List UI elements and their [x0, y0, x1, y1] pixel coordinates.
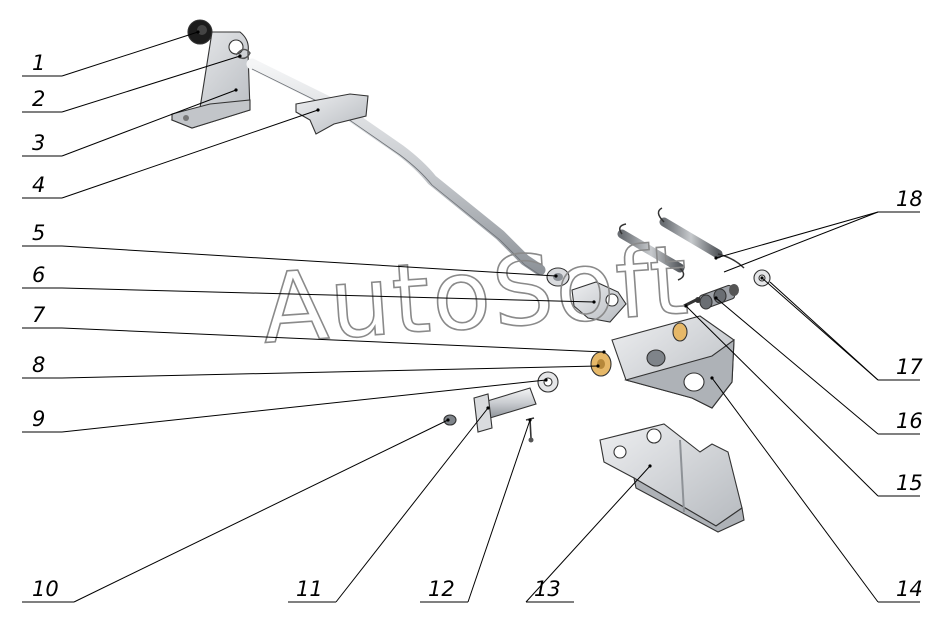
callout-label-7: 7 — [32, 303, 46, 327]
cotter-pin-part — [525, 417, 535, 443]
rod-clamp-part — [295, 93, 369, 135]
callout-label-12: 12 — [428, 577, 455, 601]
callout-label-16: 16 — [896, 409, 923, 433]
callout-leader-4 — [61, 109, 319, 199]
callout-dot-4 — [316, 108, 320, 112]
callout-leader-13 — [525, 465, 651, 603]
callout-dot-13 — [648, 464, 652, 468]
callout-label-14: 14 — [896, 577, 923, 601]
mounting-bracket-part — [599, 423, 745, 533]
callout-label-11: 11 — [296, 577, 323, 601]
callout-leader-10 — [73, 419, 449, 603]
callout-label-9: 9 — [32, 407, 45, 431]
bracket-part — [170, 31, 251, 129]
callout-label-1: 1 — [32, 51, 45, 75]
callout-dot-14 — [710, 376, 714, 380]
callout-dot-18 — [714, 256, 718, 260]
pivot-pin-part — [473, 387, 537, 433]
callout-leader-extra-2 — [723, 211, 879, 273]
callout-dot-6 — [592, 300, 596, 304]
callout-dot-5 — [554, 274, 558, 278]
callout-dot-3 — [234, 88, 238, 92]
callout-label-6: 6 — [32, 263, 45, 287]
callout-dot-11 — [486, 406, 490, 410]
lever-rod-part — [246, 58, 546, 276]
adjuster-nut-part — [698, 284, 739, 310]
callout-label-5: 5 — [32, 221, 45, 245]
callout-label-3: 3 — [32, 131, 45, 155]
callout-leader-1 — [61, 31, 199, 77]
callout-leader-15 — [685, 305, 879, 497]
callout-leader-6 — [61, 287, 595, 303]
callout-label-2: 2 — [32, 87, 45, 111]
callout-leader-14 — [711, 377, 879, 603]
fork-part — [571, 281, 627, 323]
callout-leader-16 — [715, 297, 879, 435]
callout-label-8: 8 — [32, 353, 45, 377]
callout-leader-12 — [467, 419, 531, 603]
pedal-body-part — [611, 315, 735, 409]
callout-leader-7 — [61, 327, 605, 353]
knob-part — [187, 19, 213, 45]
callout-leaders — [22, 30, 920, 603]
spring-clip-part — [235, 48, 251, 60]
callout-dot-10 — [446, 418, 450, 422]
callout-label-13: 13 — [534, 577, 561, 601]
callout-dot-16 — [714, 296, 718, 300]
callout-leader-5 — [61, 245, 557, 277]
callout-leader-9 — [61, 379, 547, 433]
callout-leader-extra-1 — [769, 281, 879, 381]
callout-dot-8 — [596, 364, 600, 368]
callout-label-10: 10 — [32, 577, 59, 601]
callout-dot-9 — [544, 378, 548, 382]
callout-label-18: 18 — [896, 187, 923, 211]
callout-dot-2 — [238, 54, 242, 58]
callout-leader-11 — [335, 407, 489, 603]
return-springs-part — [617, 207, 745, 281]
callout-dot-17 — [760, 276, 764, 280]
callout-leader-18 — [715, 211, 879, 259]
callout-dot-7 — [602, 350, 606, 354]
grease-fitting-part — [443, 414, 457, 426]
callout-leader-8 — [61, 365, 599, 379]
callout-leader-3 — [61, 89, 237, 157]
pin-washer-part — [537, 371, 559, 393]
callout-leader-2 — [61, 55, 241, 113]
callout-dot-15 — [684, 304, 688, 308]
callout-label-15: 15 — [896, 471, 923, 495]
callout-dot-1 — [196, 30, 200, 34]
callout-dot-12 — [528, 418, 532, 422]
callout-label-17: 17 — [896, 355, 923, 379]
callout-label-4: 4 — [32, 173, 45, 197]
